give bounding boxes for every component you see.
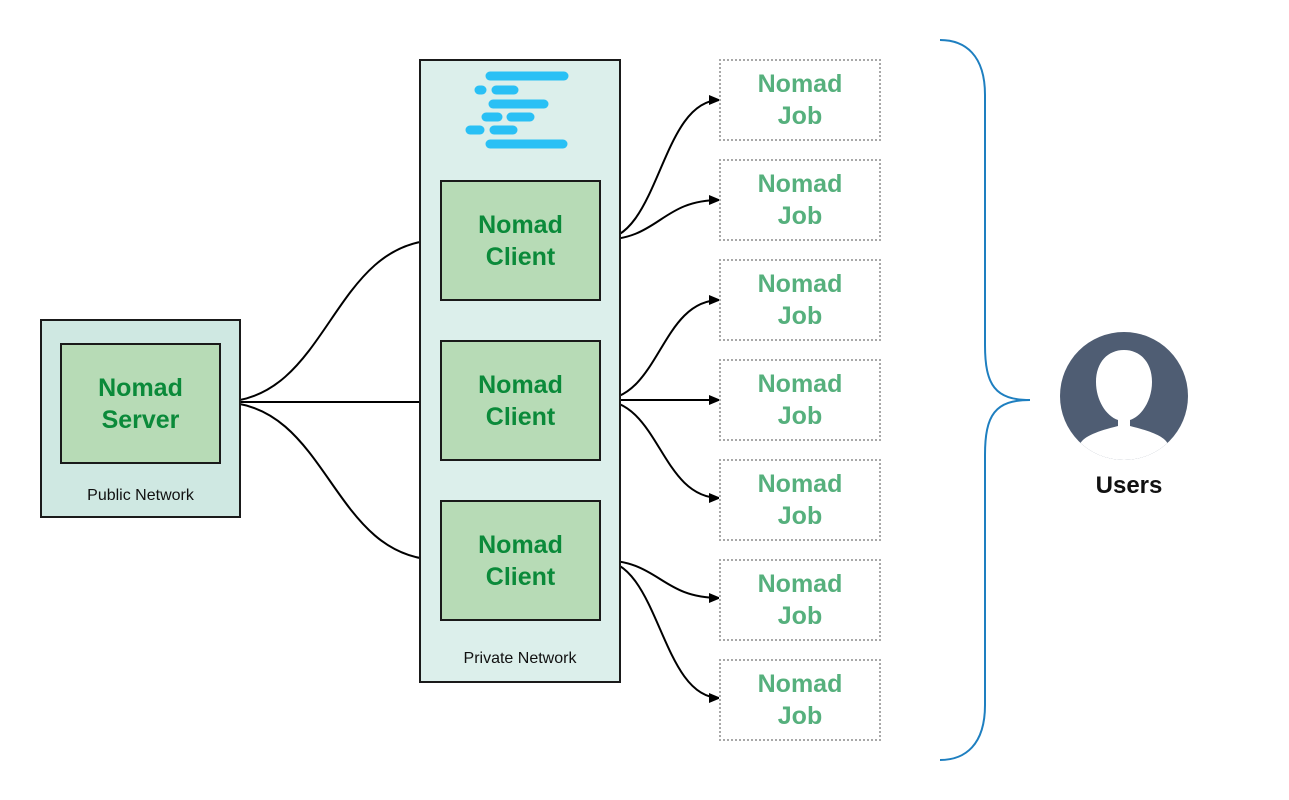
nomad-logo-icon xyxy=(465,71,569,149)
users-label: Users xyxy=(1095,472,1163,499)
edge-server-client-3 xyxy=(219,401,441,565)
edge-server-client-1 xyxy=(219,235,441,403)
user-avatar-icon xyxy=(1060,332,1188,460)
public-network-label: Public Network xyxy=(87,487,194,504)
private-network-label: Private Network xyxy=(463,650,577,667)
